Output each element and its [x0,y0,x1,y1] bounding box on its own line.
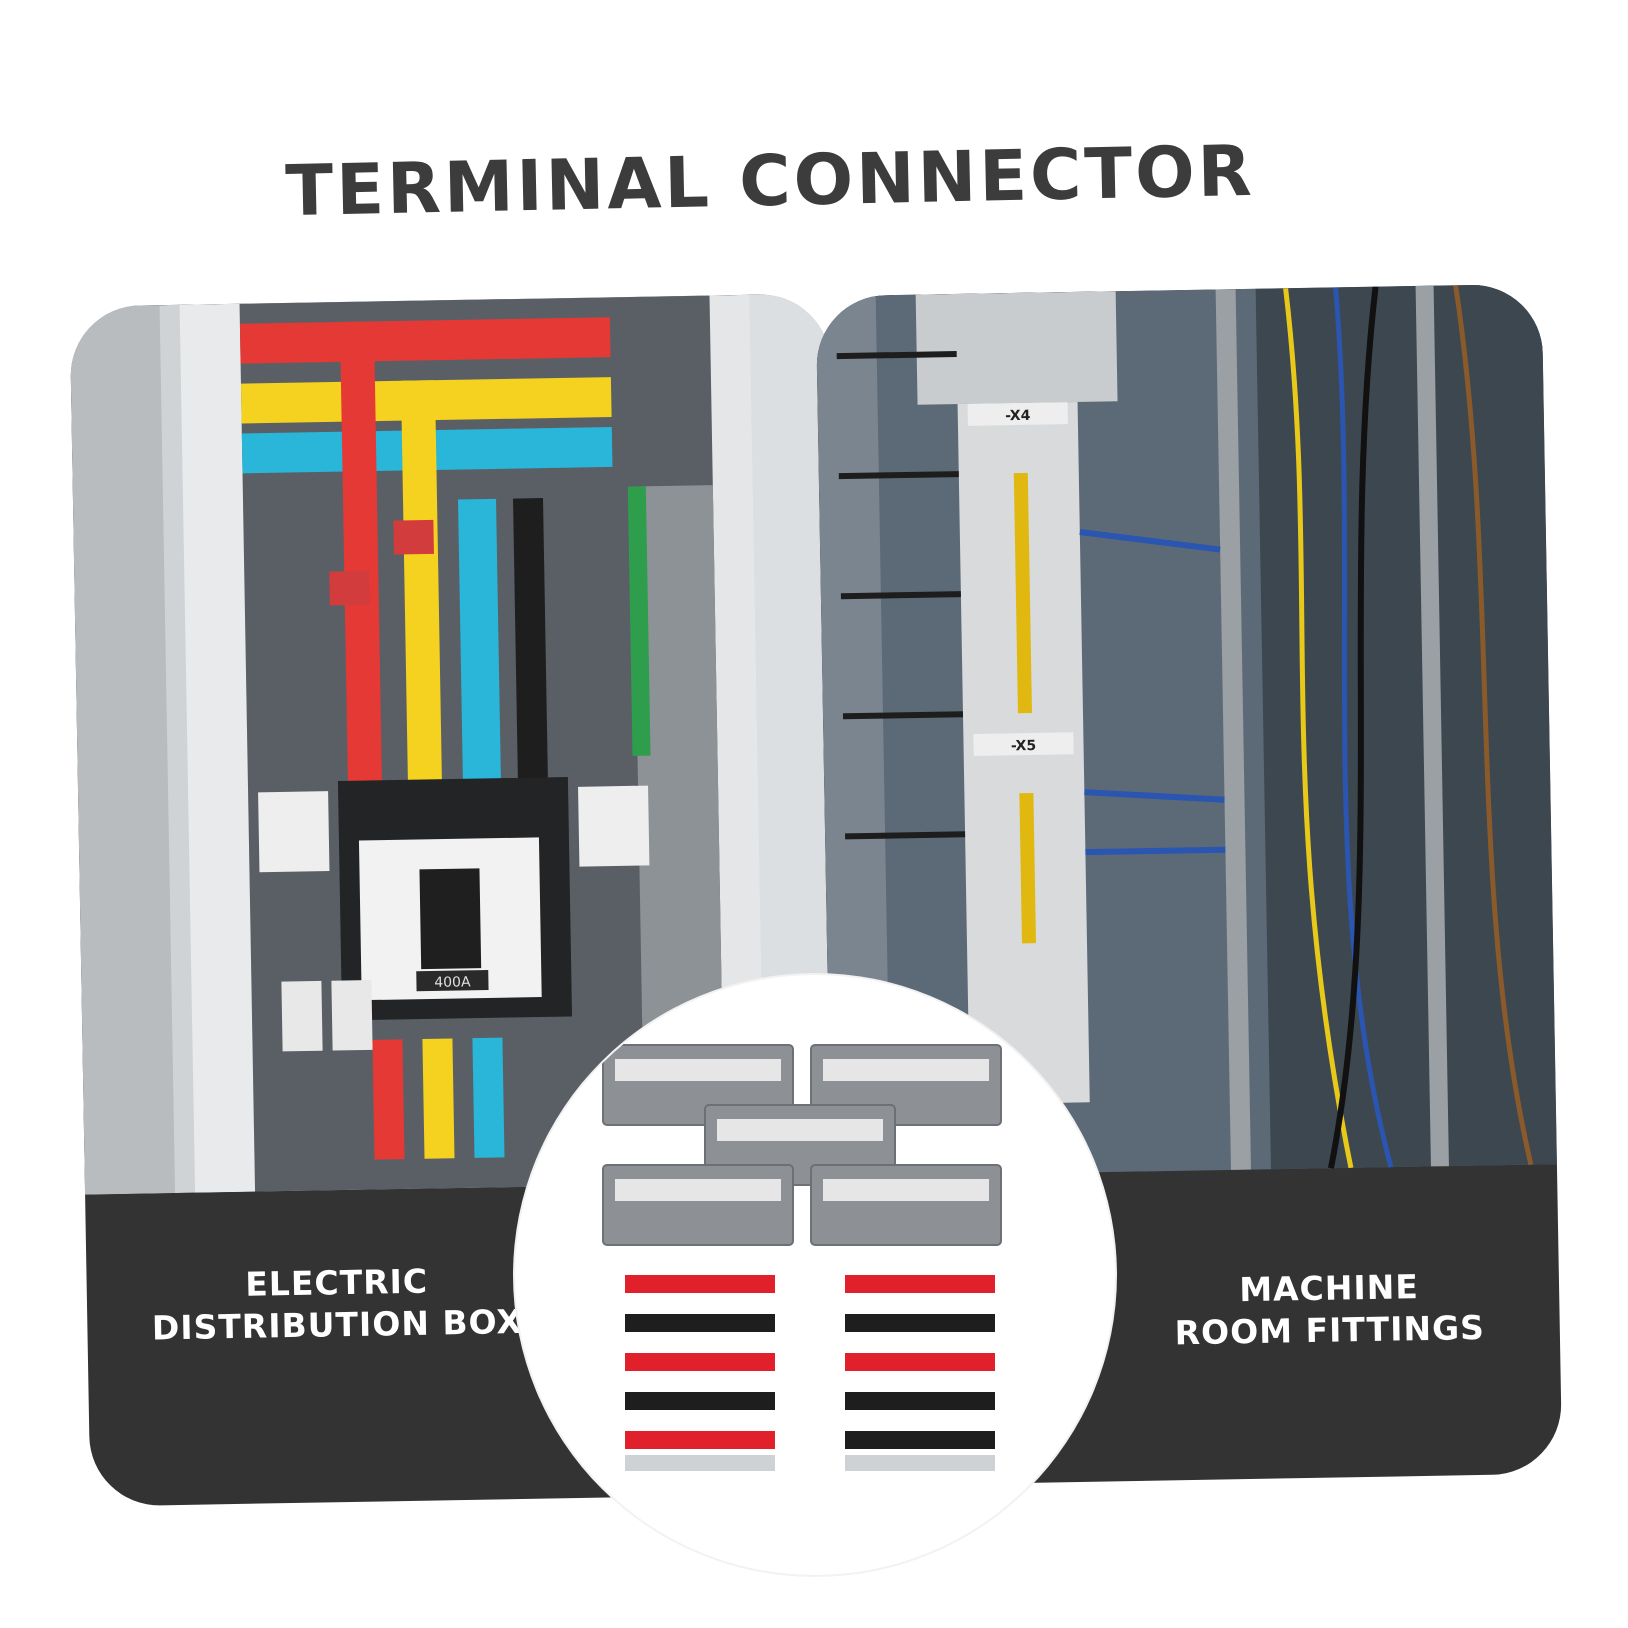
product-circle [515,975,1115,1575]
card-electric-distribution-box: 400A ELECTRIC DISTRIBUTION BOX [69,293,851,1507]
card-label-machine-room: MACHINE ROOM FITTINGS [1119,1264,1540,1355]
rail-tag-x4: -X4 [1005,408,1031,424]
rail-tag-x5: -X5 [1011,738,1036,754]
machine-room-photo: -X4 -X5 [815,283,1557,1177]
card-label-distribution-box: ELECTRIC DISTRIBUTION BOX [126,1259,547,1350]
terminal-blocks-and-straps-image [602,1044,1002,1471]
label-line-2: ROOM FITTINGS [1174,1307,1486,1353]
distribution-box-photo: 400A [69,293,845,1195]
breaker-rating-text: 400A [434,974,471,991]
page-title: TERMINAL CONNECTOR [284,129,1256,233]
label-line-2: DISTRIBUTION BOX [151,1301,524,1348]
card-machine-room-fittings: -X4 -X5 MACHINE ROOM FITTINGS [815,283,1563,1487]
label-line-1: MACHINE [1238,1267,1420,1310]
label-line-1: ELECTRIC [244,1261,429,1304]
